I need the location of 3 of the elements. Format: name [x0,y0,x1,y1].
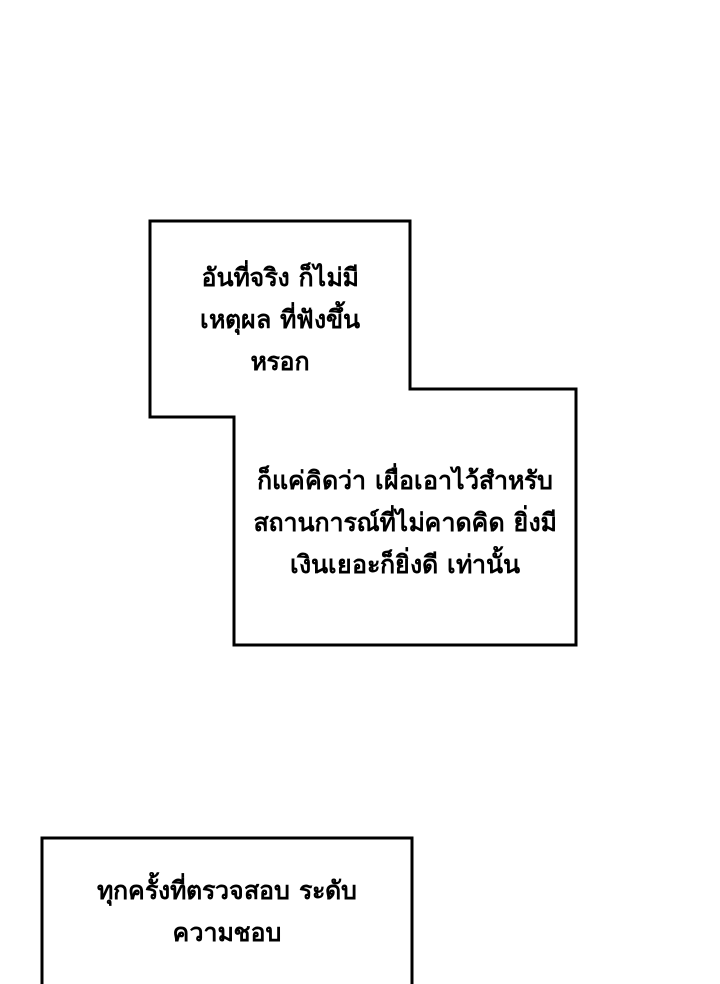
caption-text: อันที่จริง ก็ไม่มีเหตุผล ที่ฟังขึ้นหรอก [175,257,385,383]
caption-text: ทุกครั้งที่ตรวจสอบ ระดับความชอบ [77,870,377,954]
caption-text: ก็แค่คิดว่า เผื่อเอาไว้สำหรับ สถานการณ์ที่ไม่คาดคิด ยิ่งมีเงินเยอะก็ยิ่งดี เท่านั้น [245,460,565,586]
